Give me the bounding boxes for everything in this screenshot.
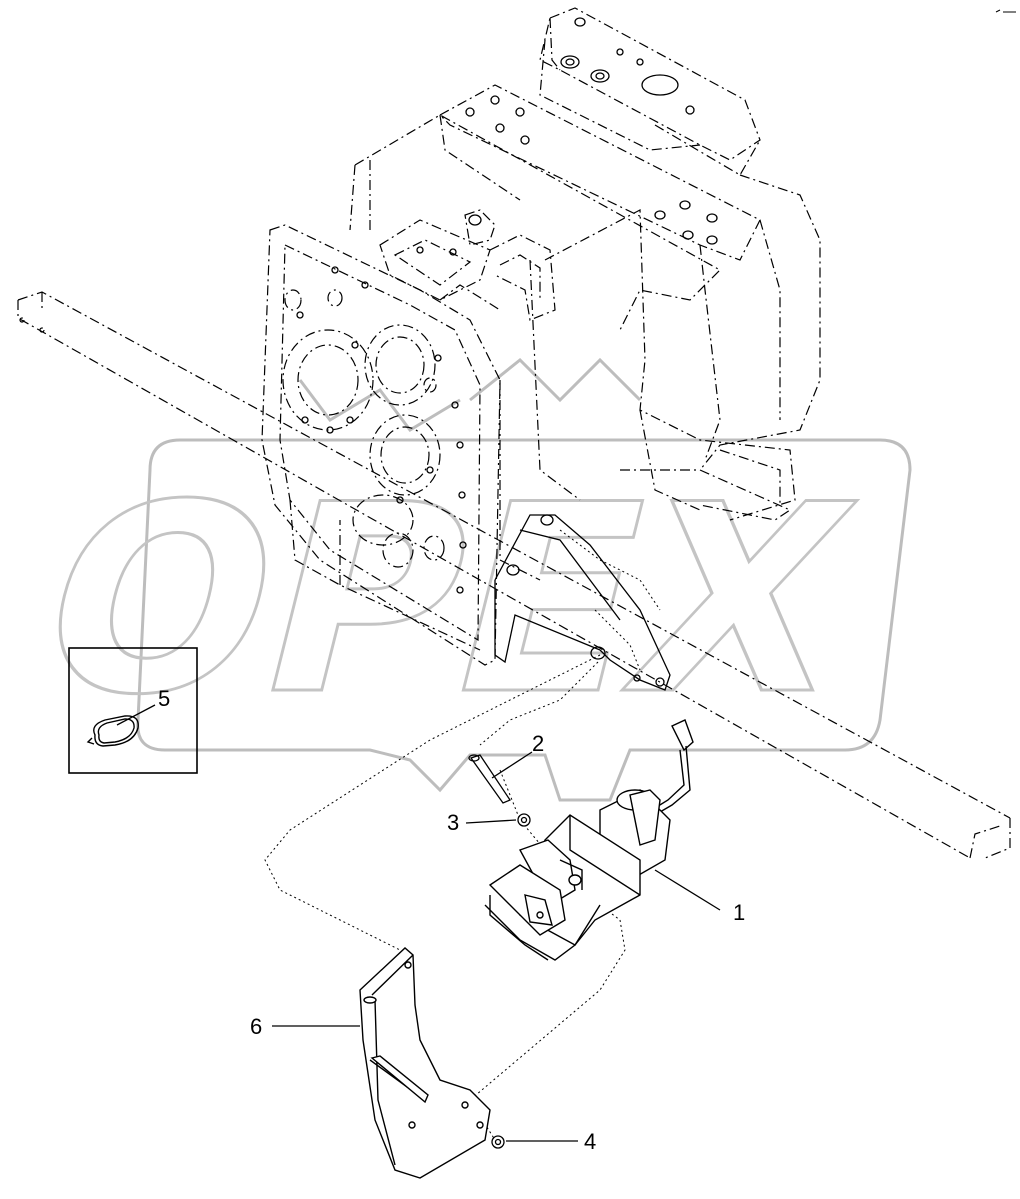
leader-1 [654, 869, 721, 911]
callout-4: 4 [584, 1129, 596, 1154]
leader-5 [116, 704, 156, 726]
leader-lines [116, 704, 721, 1142]
inset-frame [68, 647, 198, 774]
housing-holes [296, 17, 718, 594]
leader-3 [465, 819, 517, 824]
bracket [359, 947, 491, 1179]
transmission-housing [261, 7, 821, 666]
nut-upper [517, 813, 531, 827]
bolt [468, 754, 511, 804]
watermark-text: OPEX [12, 450, 877, 752]
callout-6: 6 [250, 1014, 262, 1039]
watermark: OPEX [11, 357, 912, 802]
corner-mark-icon [995, 9, 1016, 13]
callout-5: 5 [158, 686, 170, 711]
nut-lower [491, 1135, 505, 1149]
o-ring [86, 715, 139, 747]
shaft [17, 291, 1011, 859]
callout-2: 2 [532, 731, 544, 756]
leader-2 [491, 751, 533, 779]
callout-3: 3 [447, 810, 459, 835]
callouts: 1 2 3 4 5 6 [158, 686, 745, 1154]
callout-1: 1 [733, 900, 745, 925]
inset-border [68, 647, 198, 774]
mounting-plate [494, 514, 671, 691]
sensor-module [484, 719, 694, 961]
